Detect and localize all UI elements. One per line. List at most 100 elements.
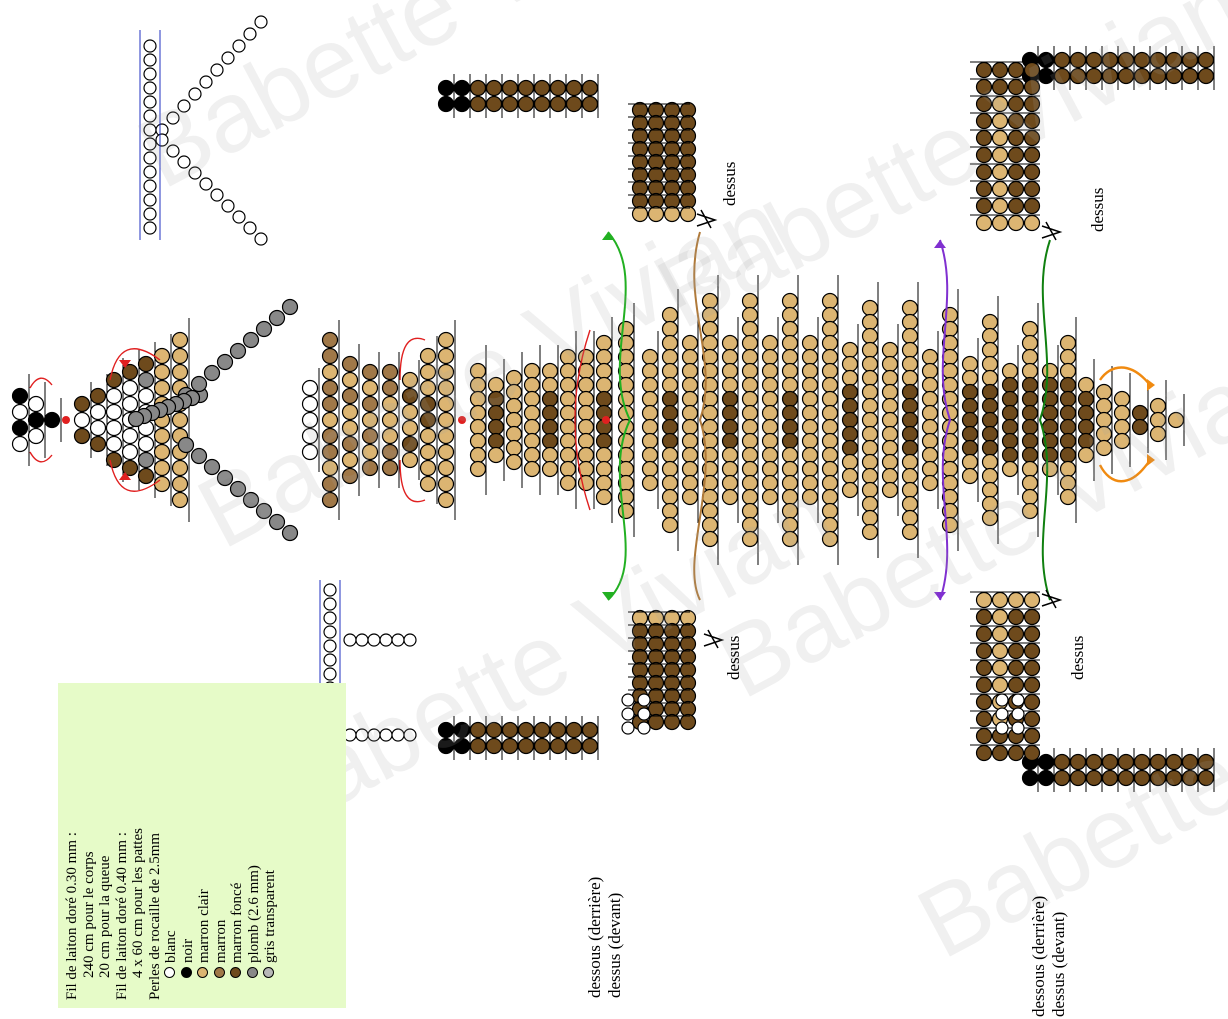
- bead: [1023, 744, 1041, 762]
- bead: [1007, 146, 1025, 164]
- bead: [565, 79, 583, 97]
- bead: [1085, 753, 1103, 771]
- legend-color-white: blanc: [163, 691, 180, 1000]
- arrow-icon: [119, 360, 131, 368]
- bead: [523, 446, 541, 464]
- bead: [321, 459, 339, 477]
- bead: [1007, 197, 1025, 215]
- bead: [621, 693, 635, 707]
- bead: [577, 446, 595, 464]
- bead: [505, 397, 523, 415]
- bead: [485, 737, 503, 755]
- bead: [991, 146, 1009, 164]
- bead: [781, 320, 799, 338]
- bead: [1023, 608, 1041, 626]
- bead: [143, 53, 157, 67]
- bead: [419, 427, 437, 445]
- blue-wire: [139, 30, 161, 240]
- bead: [975, 197, 993, 215]
- bead: [243, 221, 257, 235]
- bead: [781, 432, 799, 450]
- red-thread: [29, 377, 53, 463]
- bead: [242, 331, 260, 349]
- bead: [171, 363, 189, 381]
- bead: [1021, 376, 1039, 394]
- bead: [961, 383, 979, 401]
- bead: [821, 460, 839, 478]
- bead: [541, 376, 559, 394]
- thread-knot: [62, 416, 70, 424]
- bead: [381, 363, 399, 381]
- bead: [981, 425, 999, 443]
- bead: [981, 411, 999, 429]
- bead: [137, 387, 155, 405]
- bead: [323, 597, 337, 611]
- bead: [1181, 51, 1199, 69]
- bead: [203, 458, 221, 476]
- bead: [381, 427, 399, 445]
- bead: [761, 334, 779, 352]
- bead: [1095, 425, 1113, 443]
- bead: [781, 446, 799, 464]
- bead: [523, 376, 541, 394]
- bead: [781, 292, 799, 310]
- bead: [243, 27, 257, 41]
- bead: [559, 446, 577, 464]
- bead: [981, 327, 999, 345]
- crossing-mark: [1041, 221, 1063, 241]
- bead: [1023, 625, 1041, 643]
- bead: [1023, 95, 1041, 113]
- bead: [437, 491, 455, 509]
- bead: [1007, 78, 1025, 96]
- bead: [741, 474, 759, 492]
- bead: [1167, 411, 1185, 429]
- bead: [523, 390, 541, 408]
- bead: [501, 737, 519, 755]
- bead: [861, 327, 879, 345]
- bead: [821, 334, 839, 352]
- bead: [505, 411, 523, 429]
- bead: [647, 205, 665, 223]
- bead: [1041, 460, 1059, 478]
- bead: [821, 292, 839, 310]
- bead: [901, 411, 919, 429]
- bead: [341, 467, 359, 485]
- bead: [679, 205, 697, 223]
- bead: [781, 488, 799, 506]
- bead: [1117, 67, 1135, 85]
- bead: [981, 383, 999, 401]
- bead: [781, 348, 799, 366]
- bead: [1053, 769, 1071, 787]
- bead: [1133, 753, 1151, 771]
- thread-knot: [458, 416, 466, 424]
- bead: [581, 737, 599, 755]
- bead: [166, 111, 180, 125]
- bead: [981, 369, 999, 387]
- bead: [661, 460, 679, 478]
- bead: [741, 530, 759, 548]
- bead: [741, 362, 759, 380]
- bead: [419, 475, 437, 493]
- bead: [153, 475, 171, 493]
- bead: [321, 475, 339, 493]
- bead: [921, 460, 939, 478]
- bead: [403, 728, 417, 742]
- bead: [701, 502, 719, 520]
- bead: [801, 348, 819, 366]
- bead: [761, 488, 779, 506]
- bead: [1011, 707, 1025, 721]
- bead: [1021, 362, 1039, 380]
- bead: [801, 404, 819, 422]
- bead: [1133, 769, 1151, 787]
- bead: [975, 625, 993, 643]
- bead: [941, 348, 959, 366]
- white-bead-icon: [164, 967, 175, 978]
- bead: [1113, 390, 1131, 408]
- bead: [861, 481, 879, 499]
- bead: [1021, 769, 1039, 787]
- bead: [801, 432, 819, 450]
- bead: [761, 474, 779, 492]
- bead: [921, 362, 939, 380]
- bead: [171, 491, 189, 509]
- bead: [661, 404, 679, 422]
